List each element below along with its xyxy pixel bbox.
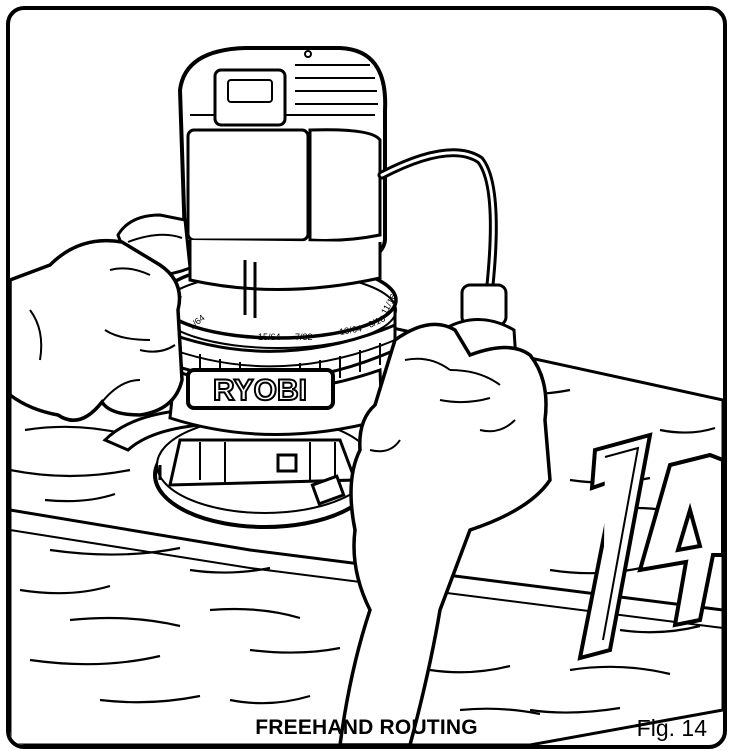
left-hand — [10, 238, 184, 422]
freehand-routing-illustration: 1/32 1/64 15/64 7/32 13/64 3/16 11/16 RY… — [10, 46, 723, 745]
routed-numerals — [577, 432, 723, 661]
depth-scale-mark-3: 15/64 — [258, 332, 281, 342]
router-brand-mark: RYOBI — [213, 374, 307, 407]
power-cord — [377, 148, 498, 290]
depth-scale-mark-5: 13/64 — [339, 323, 363, 337]
router-motor-head — [177, 46, 388, 318]
router-base — [153, 416, 377, 529]
figure-title: FREEHAND ROUTING — [255, 716, 478, 739]
figure-number: Fig. 14 — [636, 715, 707, 741]
depth-scale-mark-4: 7/32 — [295, 332, 313, 342]
router-brand-band: RYOBI — [168, 367, 384, 436]
figure-frame: 1/32 1/64 15/64 7/32 13/64 3/16 11/16 RY… — [6, 6, 727, 749]
right-hand — [338, 322, 552, 745]
figure-caption: FREEHAND ROUTING Fig. 14 — [10, 712, 723, 742]
